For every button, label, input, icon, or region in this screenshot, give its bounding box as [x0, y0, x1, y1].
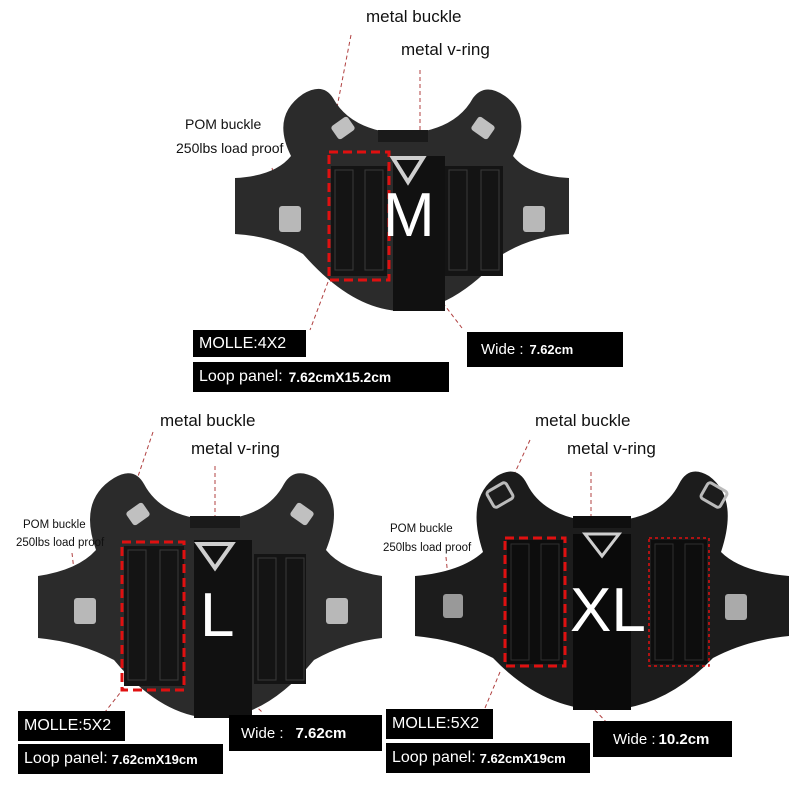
- loop-panel-label: Loop panel:: [199, 368, 283, 385]
- loop-panel-badge: Loop panel: 7.62cmX15.2cm: [193, 362, 449, 392]
- harness-illustration-medium: [235, 88, 569, 311]
- molle-value: MOLLE:5X2: [24, 717, 112, 734]
- loop-panel-label: Loop panel:: [24, 750, 108, 767]
- wide-value: 7.62cm: [529, 342, 574, 357]
- wide-label: Wide :: [613, 730, 656, 748]
- metal-vring-label: metal v-ring: [401, 40, 490, 59]
- loop-panel-label: Loop panel:: [392, 749, 476, 766]
- size-letter-xl: XL: [570, 576, 646, 645]
- loop-panel-value: 7.62cmX19cm: [479, 750, 566, 766]
- metal-vring-label: metal v-ring: [567, 439, 656, 458]
- harness-illustration-xlarge: [415, 471, 789, 710]
- load-proof-label: 250lbs load proof: [16, 537, 105, 549]
- molle-badge: MOLLE:4X2: [193, 330, 306, 357]
- metal-buckle-label: metal buckle: [535, 411, 631, 430]
- harness-illustration-large: [38, 473, 382, 718]
- molle-badge: MOLLE:5X2: [18, 711, 125, 741]
- wide-value: 10.2cm: [658, 730, 710, 748]
- metal-vring-label: metal v-ring: [191, 439, 280, 458]
- metal-buckle-label: metal buckle: [160, 411, 256, 430]
- molle-value: MOLLE:4X2: [199, 334, 287, 352]
- pom-buckle-label: POM buckle: [390, 523, 453, 535]
- size-letter-m: M: [383, 181, 435, 250]
- wide-badge: Wide : 7.62cm: [467, 332, 623, 367]
- molle-badge: MOLLE:5X2: [386, 709, 493, 739]
- molle-value: MOLLE:5X2: [392, 715, 480, 732]
- pom-buckle-label: POM buckle: [23, 519, 86, 531]
- loop-panel-value: 7.62cmX19cm: [111, 751, 198, 767]
- load-proof-label: 250lbs load proof: [176, 140, 284, 156]
- wide-label: Wide :: [241, 724, 284, 742]
- load-proof-label: 250lbs load proof: [383, 542, 472, 554]
- loop-panel-badge: Loop panel: 7.62cmX19cm: [18, 744, 223, 774]
- wide-label: Wide :: [481, 341, 524, 358]
- wide-badge: Wide : 7.62cm: [229, 715, 382, 751]
- size-letter-l: L: [200, 581, 235, 650]
- wide-badge: Wide : 10.2cm: [593, 721, 732, 757]
- metal-buckle-label: metal buckle: [366, 7, 462, 26]
- wide-value: 7.62cm: [295, 724, 347, 742]
- loop-panel-badge: Loop panel: 7.62cmX19cm: [386, 743, 590, 773]
- loop-panel-value: 7.62cmX15.2cm: [288, 369, 392, 385]
- pom-buckle-icon: [279, 206, 301, 232]
- pom-buckle-label: POM buckle: [185, 116, 262, 132]
